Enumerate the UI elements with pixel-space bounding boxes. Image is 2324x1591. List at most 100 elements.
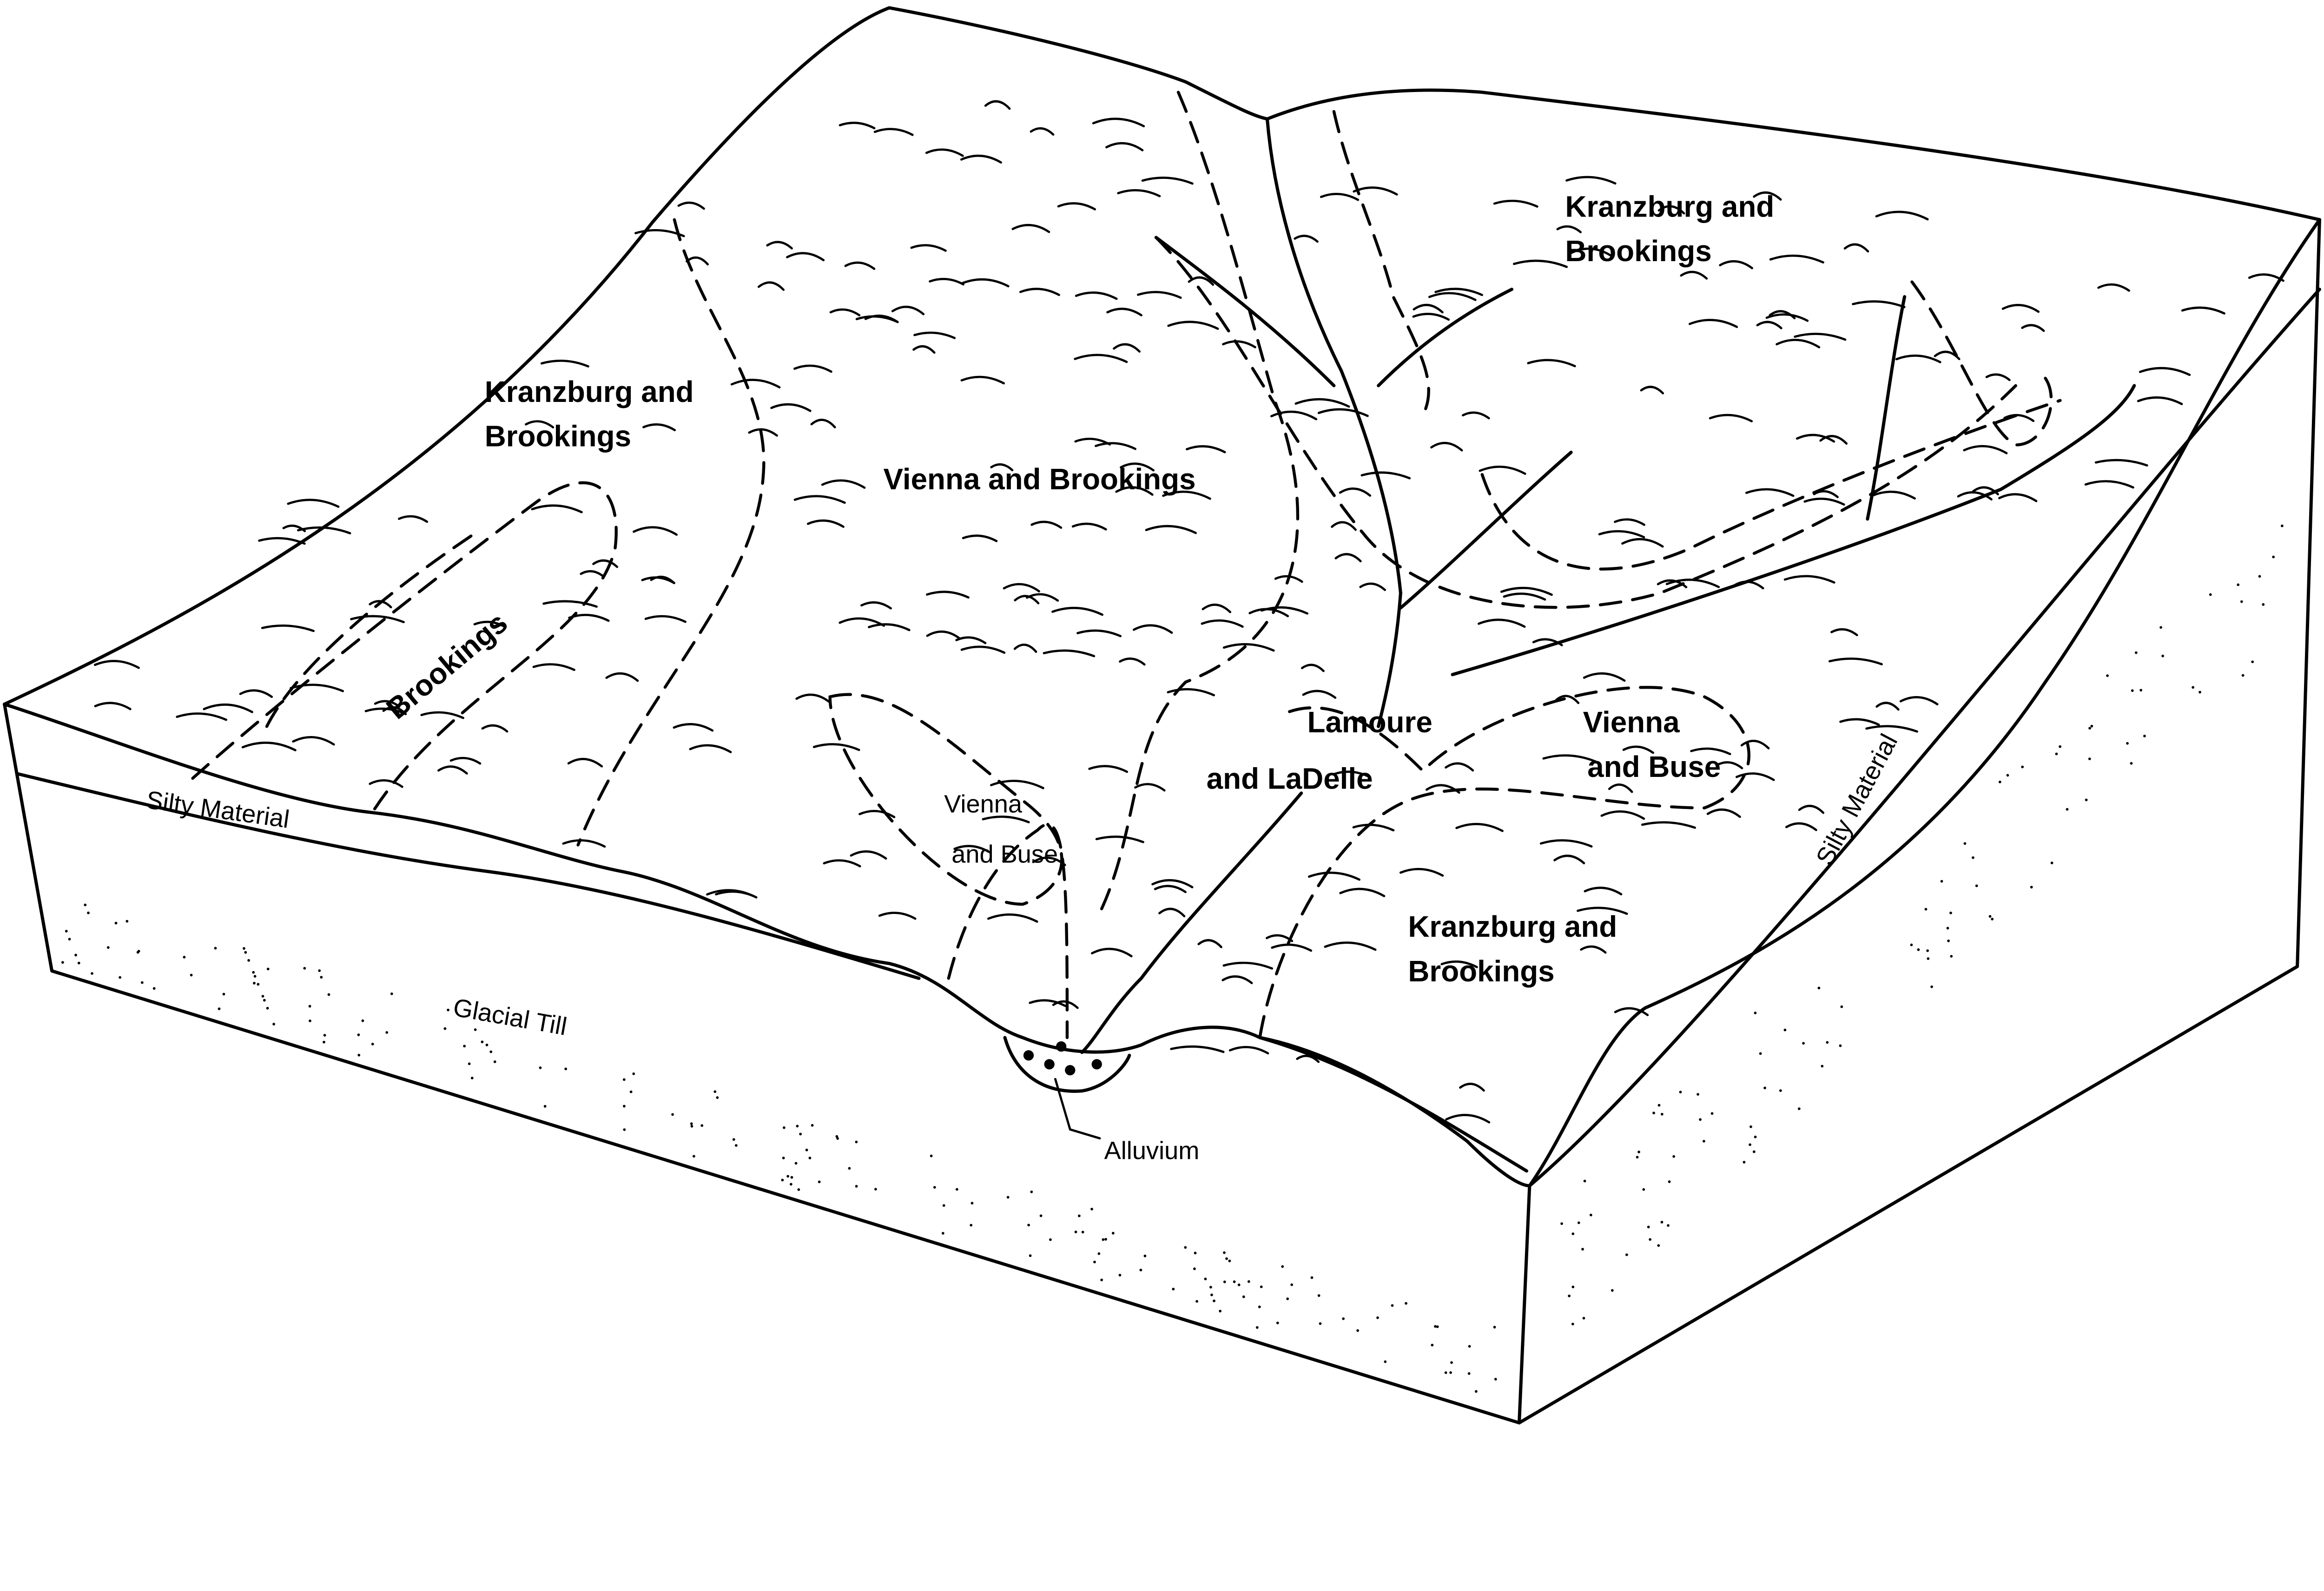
till-stipple — [1750, 1125, 1752, 1128]
terrain-stroke — [1271, 943, 1313, 952]
terrain-stroke — [369, 779, 403, 788]
terrain-stroke — [1461, 411, 1490, 420]
till-stipple — [1826, 1041, 1829, 1044]
terrain-stroke — [960, 375, 1005, 385]
terrain-stroke — [1051, 606, 1103, 616]
terrain-stroke — [1334, 553, 1362, 563]
till-stipple — [539, 1066, 542, 1069]
terrain-stroke — [1026, 593, 1059, 602]
alluvium-gravel — [1023, 1050, 1034, 1061]
till-stipple — [261, 995, 264, 998]
alluvium-pocket — [1003, 1036, 1131, 1093]
drainage — [1080, 117, 2136, 1054]
terrain-stroke — [891, 305, 925, 316]
terrain-stroke — [766, 241, 793, 250]
terrain-stroke — [287, 499, 340, 508]
till-stipple — [1237, 1283, 1241, 1286]
till-stipple — [1910, 943, 1913, 947]
terrain-stroke — [398, 515, 429, 523]
terrain-stroke — [1307, 871, 1361, 881]
till-stipple — [2066, 808, 2069, 811]
till-stipple — [942, 1204, 945, 1207]
till-stipple — [629, 1090, 633, 1093]
terrain-stroke — [706, 889, 758, 899]
till-stipple — [327, 993, 330, 996]
terrain-stroke — [730, 379, 781, 388]
terrain-stroke — [1353, 186, 1398, 196]
block-outline — [3, 6, 2321, 1425]
till-stipple — [1027, 1223, 1030, 1227]
terrain-stroke — [540, 360, 589, 368]
terrain-stroke — [1294, 235, 1319, 243]
terrain-stroke — [1119, 657, 1146, 666]
till-stipple — [1699, 1118, 1702, 1121]
till-stipple — [1975, 884, 1978, 888]
till-stipple — [152, 987, 156, 990]
terrain-stroke — [1074, 438, 1111, 446]
terrain-stroke — [1186, 445, 1226, 454]
till-stipple — [1111, 1232, 1115, 1235]
terrain-stroke — [860, 601, 892, 610]
till-stipple — [1193, 1267, 1196, 1270]
terrain-stroke — [1019, 288, 1060, 296]
terrain-stroke — [844, 261, 876, 270]
till-stipple — [1560, 1222, 1563, 1225]
terrain-stroke — [93, 660, 140, 669]
terrain-stroke — [1003, 583, 1040, 592]
till-stipple — [2159, 626, 2162, 629]
till-stipple — [971, 1202, 974, 1205]
till-stipple — [1749, 1143, 1751, 1146]
terrain-stroke — [641, 576, 675, 585]
till-stipple — [1754, 1012, 1757, 1014]
label-kranzburg-top-right-1: Kranzburg and — [1565, 190, 1774, 223]
label-vienna-brookings: Vienna and Brookings — [884, 462, 1196, 496]
till-stipple — [622, 1078, 626, 1081]
terrain-stroke — [1957, 491, 1993, 501]
till-stipple — [253, 975, 257, 978]
terrain-stroke — [1413, 303, 1444, 314]
terrain-stroke — [689, 744, 732, 753]
till-stipple — [799, 1132, 802, 1136]
alluvium-gravel — [1091, 1059, 1102, 1070]
till-stipple — [1710, 1112, 1714, 1115]
terrain-stroke — [1057, 202, 1096, 210]
till-stipple — [385, 1031, 389, 1034]
till-stipple — [1947, 939, 1950, 942]
till-stipple — [2130, 762, 2133, 765]
till-stipple — [1657, 1104, 1661, 1107]
label-lamoure-1: Lamoure — [1307, 705, 1433, 739]
terrain-stroke — [1359, 582, 1386, 591]
terrain-stroke — [757, 281, 785, 291]
terrain-stroke — [1317, 408, 1369, 417]
terrain-stroke — [1875, 702, 1900, 711]
terrain-stroke — [1113, 343, 1141, 353]
till-stipple — [1817, 986, 1821, 990]
terrain-stroke — [1657, 205, 1685, 215]
till-stipple — [632, 1072, 635, 1075]
terrain-stroke — [1095, 835, 1144, 843]
terrain-stroke — [525, 420, 555, 429]
terrain-stroke — [1963, 445, 2008, 454]
till-stipple — [1006, 1196, 1010, 1199]
terrain-stroke — [1092, 118, 1145, 127]
terrain-stroke — [1266, 934, 1294, 942]
till-stipple — [470, 1077, 474, 1079]
terrain-stroke — [1719, 260, 1753, 270]
boundary — [576, 218, 766, 847]
till-stipple — [874, 1188, 877, 1191]
till-stipple — [955, 1188, 958, 1191]
till-stipple — [125, 920, 129, 923]
terrain-stroke — [2003, 414, 2035, 422]
terrain-stroke — [1479, 466, 1526, 475]
terrain-stroke — [2181, 306, 2225, 315]
labels: Kranzburg and Brookings Kranzburg and Br… — [145, 190, 1903, 1164]
till-stipple — [1697, 1093, 1699, 1096]
tributary-far-e — [1866, 295, 1907, 521]
label-alluvium: Alluvium — [1104, 1137, 1200, 1164]
terrain-stroke — [1871, 490, 1916, 500]
terrain-stroke — [821, 479, 866, 489]
terrain-stroke — [925, 148, 964, 157]
terrain-stroke — [1688, 319, 1738, 328]
terrain-stroke — [1248, 608, 1289, 618]
terrain-stroke — [2084, 480, 2134, 489]
